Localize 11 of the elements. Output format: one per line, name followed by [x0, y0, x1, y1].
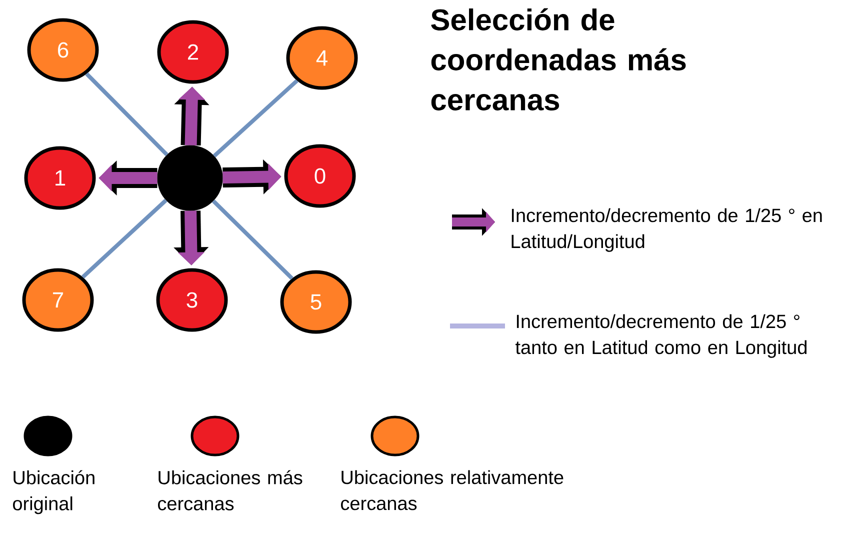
location-dot — [157, 145, 223, 211]
connector-line — [81, 198, 168, 279]
legend-text: Incremento/decremento de 1/25 ° en Latitud/Longitud — [512, 208, 822, 252]
connector-line — [212, 79, 298, 158]
legend-text: Incremento/decremento de 1/25 ° tanto en Latitud como en Longitud — [515, 314, 806, 358]
legend-text: Ubicación original — [13, 470, 94, 514]
connector-line — [85, 72, 168, 156]
title: Selección de coordenadas más cercanas — [431, 8, 686, 110]
connector-line — [212, 200, 294, 280]
legend-text: Ubicaciones relativamente cercanas — [341, 470, 564, 510]
legend-text: Ubicaciones más cercanas — [158, 470, 302, 510]
